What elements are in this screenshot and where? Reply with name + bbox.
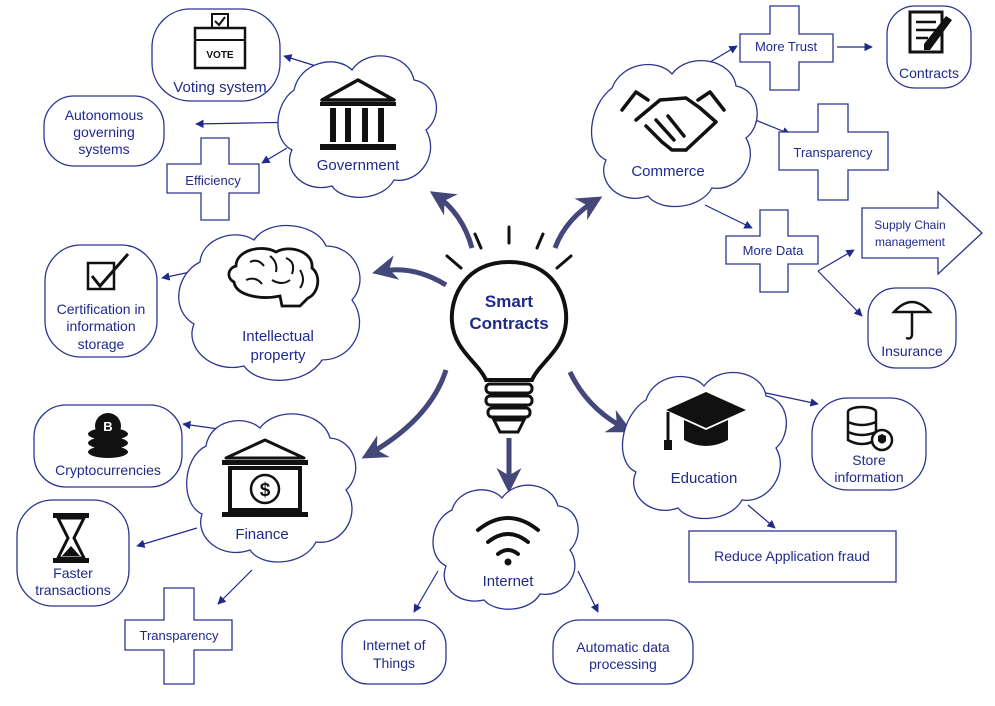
handshake-icon [620,90,726,152]
voting-system-label: Voting system [173,79,266,96]
iot-line2: Things [373,655,415,671]
government-cloud [277,55,437,198]
hourglass-icon [53,513,89,563]
efficiency-cross [166,137,260,221]
checkbox-icon [86,253,130,291]
vote-box-label: VOTE [206,50,234,61]
commerce-cloud [591,60,758,208]
contract-document-icon [908,10,952,54]
auto-data-pill [552,619,694,685]
auto-data-line2: processing [589,656,657,672]
commerce-transparency-node: Transparency [778,103,889,201]
more-trust-label: More Trust [755,39,818,54]
efficiency-label: Efficiency [185,173,241,188]
commerce-label: Commerce [631,163,704,180]
bulb-glass [449,259,569,382]
internet-cloud [432,484,579,610]
svg-text:$: $ [260,480,271,501]
government-node: Government [277,55,437,198]
store-info-line1: Store [852,452,886,468]
iot-pill [341,619,447,685]
graduation-cap-icon [664,392,746,450]
commerce-transparency-cross [778,103,889,201]
center-title-line1: Smart [485,292,534,311]
crypto-label: Cryptocurrencies [55,462,161,478]
finance-transparency-node: Transparency [124,587,233,685]
autonomous-line1: Autonomous [65,107,144,123]
store-information-node: Store information [811,397,927,491]
certification-pill [44,244,158,358]
reduce-fraud-label: Reduce Application fraud [714,548,870,564]
light-rays [445,225,573,270]
center-bulb: Smart Contracts [445,225,573,434]
supply-chain-arrow-shape [861,190,983,276]
faster-line1: Faster [53,565,93,581]
iot-line1: Internet of [362,637,425,653]
more-trust-cross [739,5,834,91]
automatic-data-node: Automatic data processing [552,619,694,685]
efficiency-node: Efficiency [166,137,260,221]
center-title-line2: Contracts [469,314,548,333]
autonomous-line3: systems [78,141,129,157]
insurance-node: Insurance [867,287,957,369]
autonomous-line2: governing [73,124,135,140]
more-data-cross [725,209,819,293]
government-label: Government [317,157,400,174]
certification-line1: Certification in [57,301,146,317]
autonomous-node: Autonomous governing systems [43,95,165,167]
wifi-icon [476,516,540,566]
more-data-node: More Data [725,209,819,293]
more-data-label: More Data [743,243,804,258]
contracts-node: Contracts [886,5,972,89]
education-label: Education [671,470,738,487]
finance-transparency-cross [124,587,233,685]
certification-line2: information [66,318,135,334]
supply-chain-line2: management [875,235,946,249]
internet-label: Internet [483,573,535,590]
reduce-fraud-box [688,530,897,583]
supply-chain-node: Supply Chain management [861,190,983,276]
certification-line3: storage [78,336,125,352]
svg-text:B: B [103,419,112,434]
certification-node: Certification in information storage [44,244,158,358]
bank-icon [320,78,396,150]
money-bank-icon: $ [222,438,308,517]
faster-transactions-node: Faster transactions [16,499,130,607]
intellectual-property-node: Intellectual property [178,224,361,381]
ballot-box-icon: VOTE [193,13,247,70]
finance-node: $ Finance [186,413,357,563]
bulb-base [484,382,534,434]
store-info-line2: information [834,469,903,485]
education-node: Education [621,371,787,520]
brain-icon [227,247,320,308]
insurance-label: Insurance [881,343,943,359]
finance-transparency-label: Transparency [140,628,219,643]
commerce-node: Commerce [591,60,758,208]
reduce-fraud-node: Reduce Application fraud [688,530,897,583]
main-arrows [361,191,633,493]
voting-system-node: VOTE Voting system [151,8,281,102]
iot-node: Internet of Things [341,619,447,685]
commerce-transparency-label: Transparency [794,145,873,160]
autonomous-pill [43,95,165,167]
intellectual-line1: Intellectual [242,328,314,345]
database-icon [846,405,894,452]
more-trust-node: More Trust [739,5,834,91]
umbrella-icon [891,300,933,340]
contracts-label: Contracts [899,65,959,81]
finance-label: Finance [235,526,288,543]
internet-node: Internet [432,484,579,610]
intellectual-cloud [178,224,361,381]
faster-line2: transactions [35,582,110,598]
supply-chain-line1: Supply Chain [874,218,945,232]
coin-stack-icon: B [88,413,128,458]
intellectual-line2: property [250,347,306,364]
auto-data-line1: Automatic data [576,639,670,655]
cryptocurrencies-node: B Cryptocurrencies [33,404,183,488]
